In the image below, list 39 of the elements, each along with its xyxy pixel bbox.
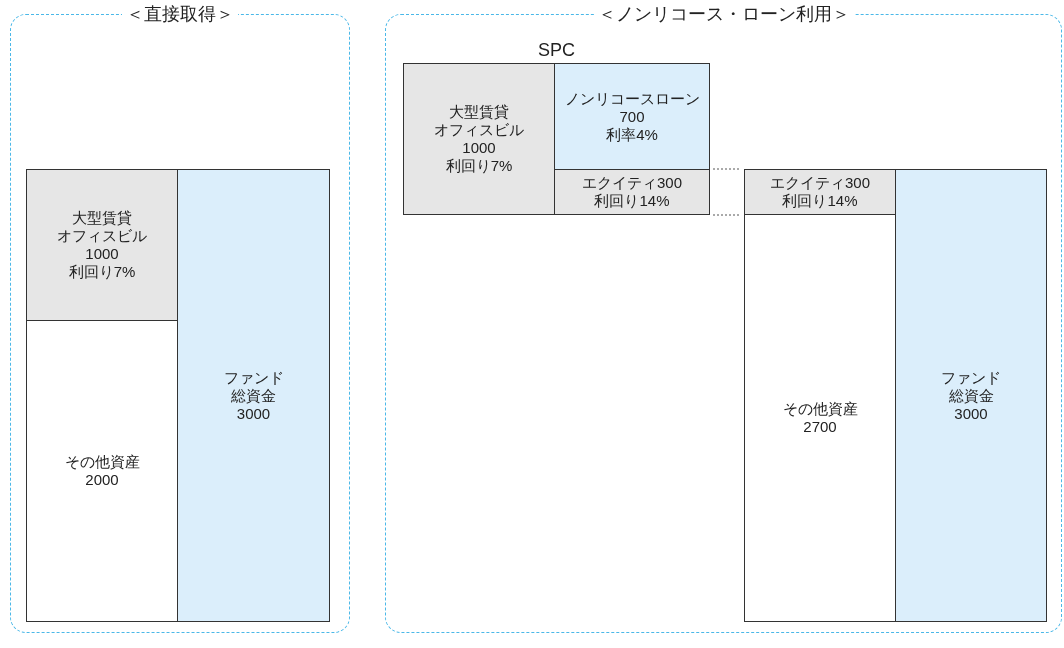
asset-box	[403, 63, 555, 215]
box-text: その他資産	[64, 453, 140, 471]
box-text: オフィスビル	[57, 227, 147, 245]
box-text: 総資金	[231, 386, 276, 405]
funding-box	[177, 169, 330, 622]
box-text: 3000	[236, 404, 271, 423]
box-text: 利回り14%	[594, 192, 670, 210]
panel-title: ＜ノンリコース・ローン利用＞	[593, 2, 854, 26]
box-text: 大型賃貸	[449, 103, 509, 121]
asset-box	[744, 214, 896, 622]
box-text: 利回り7%	[445, 157, 513, 175]
panel-title: ＜直接取得＞	[122, 2, 238, 26]
funding-box	[554, 63, 710, 170]
asset-box	[554, 169, 710, 215]
box-text: 利回り7%	[68, 263, 136, 281]
box-text: ファンド	[941, 368, 1001, 387]
funding-box	[895, 169, 1047, 622]
box-text: 利回り14%	[782, 192, 858, 210]
asset-box	[26, 320, 178, 622]
box-text: 2700	[803, 418, 837, 436]
dotted-connector	[712, 214, 742, 216]
box-text: 利率4%	[606, 125, 658, 144]
dotted-connector	[712, 168, 742, 170]
box-text: エクイティ300	[582, 174, 682, 192]
box-text: 3000	[954, 404, 988, 423]
asset-box	[744, 169, 896, 215]
box-text: オフィスビル	[434, 121, 524, 139]
box-text: ノンリコースローン	[564, 89, 700, 108]
box-text: 2000	[85, 471, 119, 489]
box-text: その他資産	[782, 400, 858, 418]
box-text: 大型賃貸	[72, 209, 132, 227]
box-text: 総資金	[948, 386, 994, 405]
box-text: 700	[619, 107, 645, 126]
box-text: 1000	[85, 245, 119, 263]
box-text: エクイティ300	[770, 174, 870, 192]
box-text: ファンド	[223, 368, 284, 387]
box-text: 1000	[462, 139, 496, 157]
spc-heading: SPC	[537, 39, 576, 62]
asset-box	[26, 169, 178, 321]
